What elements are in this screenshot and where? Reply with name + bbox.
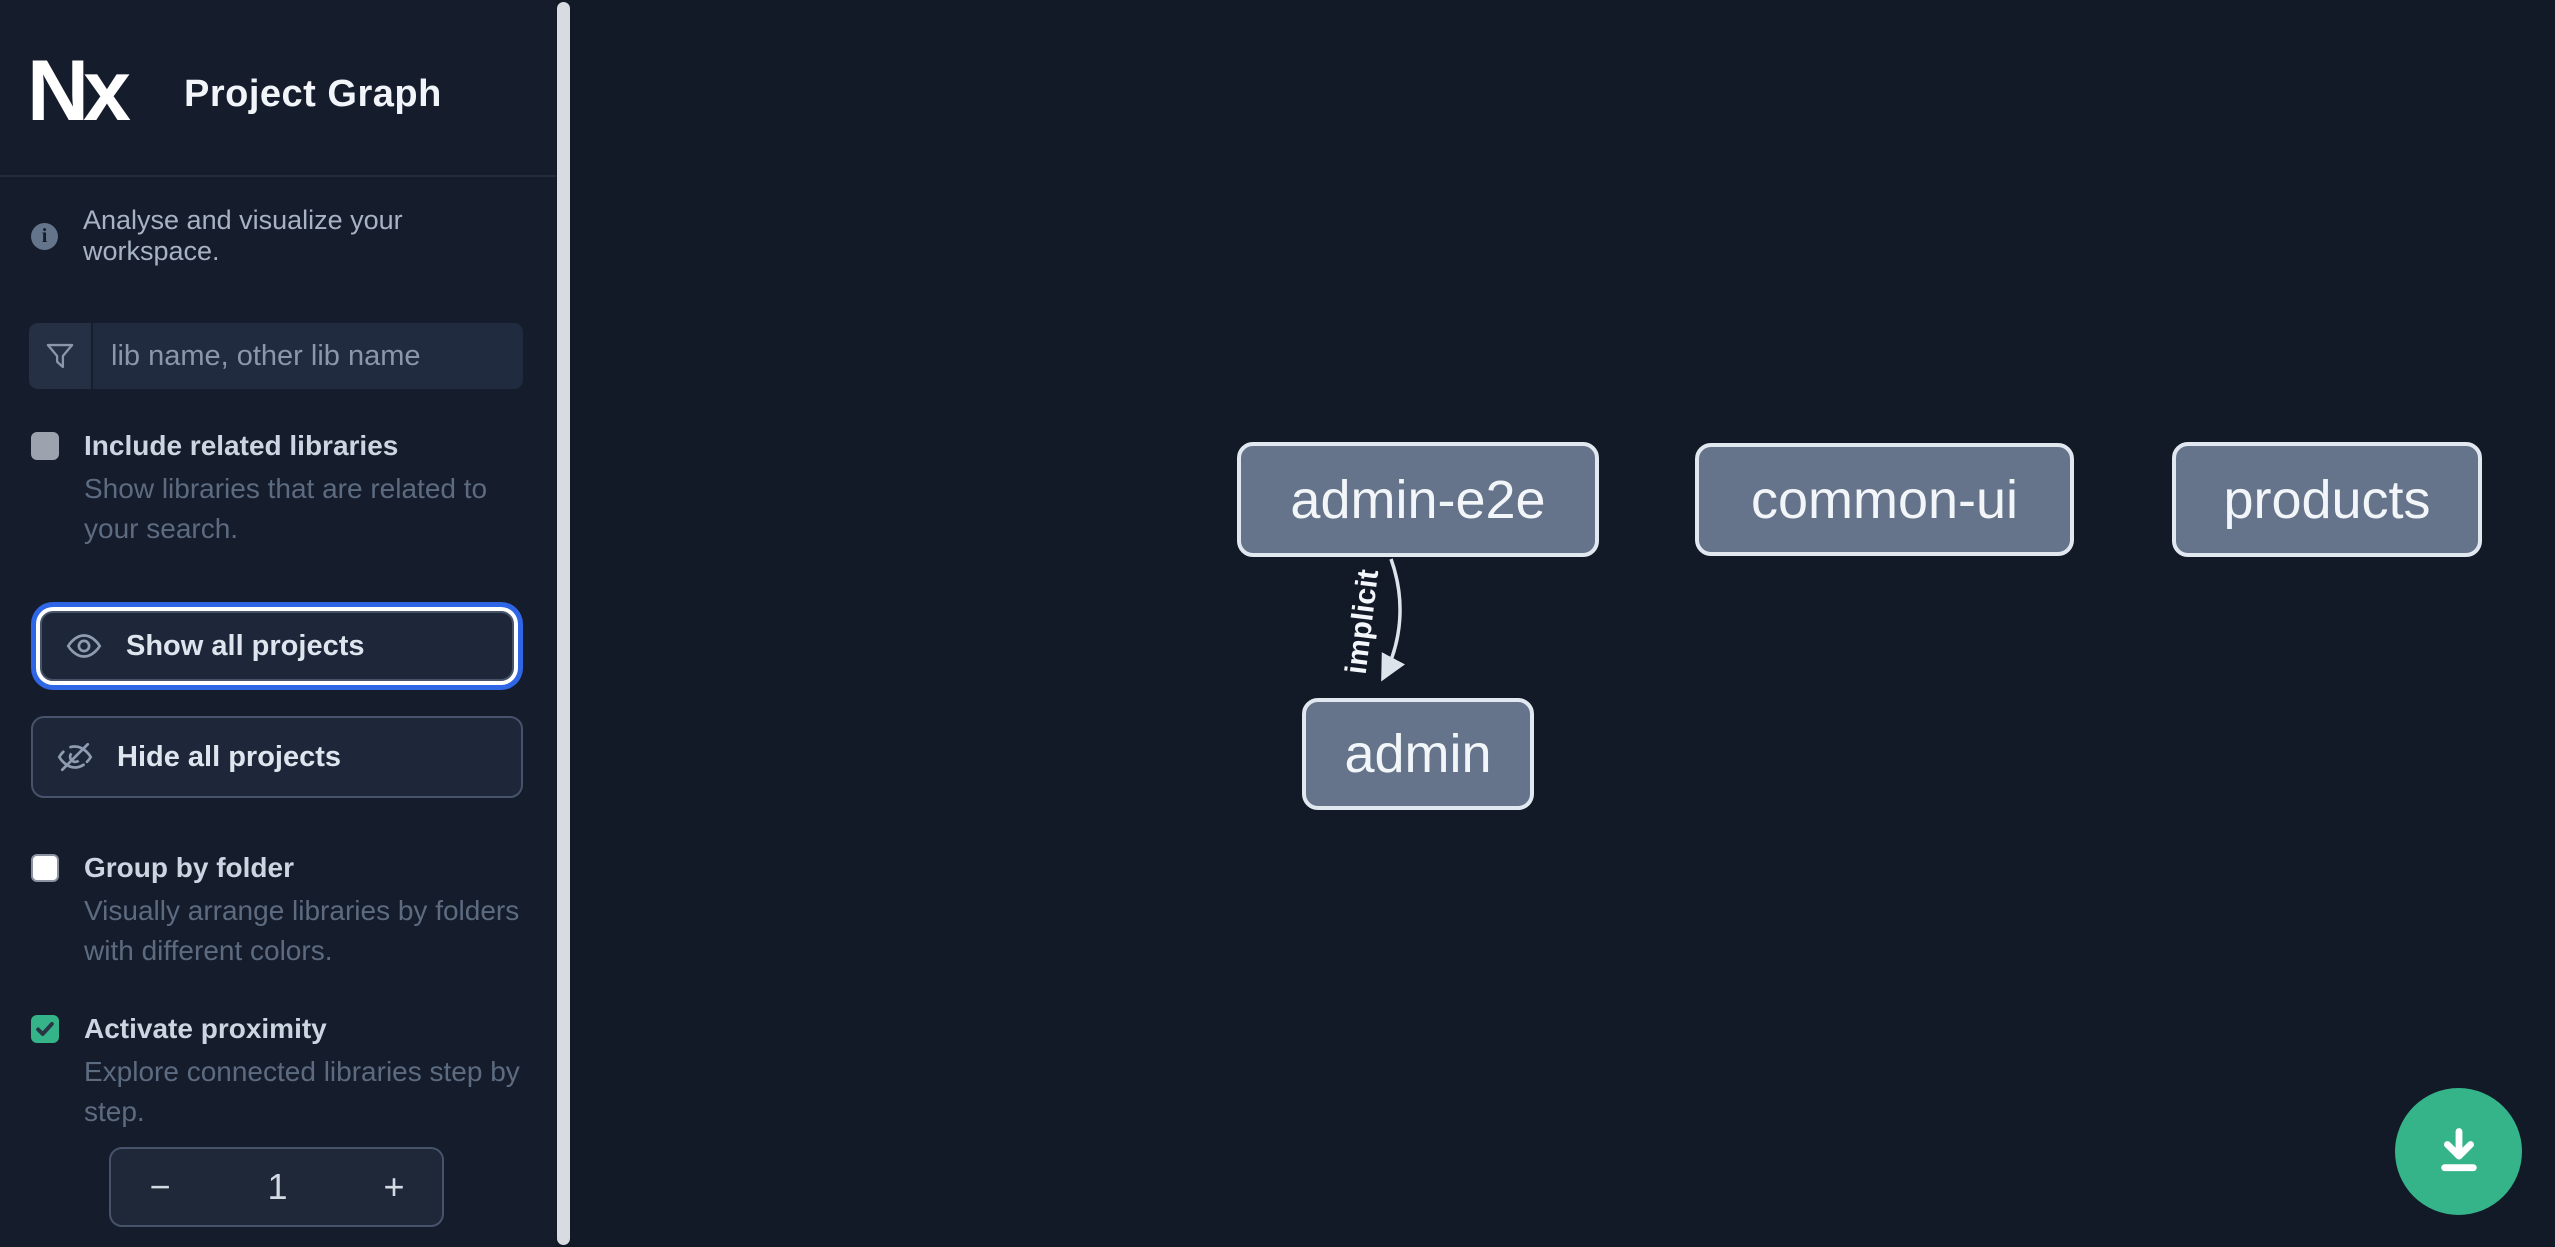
download-icon	[2440, 1127, 2477, 1171]
proximity-value: 1	[267, 1166, 288, 1207]
hide-all-projects-button[interactable]: Hide all projects	[31, 716, 523, 798]
sidebar-header: Nx Project Graph	[0, 0, 556, 177]
group-by-folder-checkbox[interactable]	[31, 854, 59, 882]
toggle-group-by-folder: Group by folder Visually arrange librari…	[31, 851, 523, 971]
toggle-include-related-libraries: Include related libraries Show libraries…	[31, 429, 523, 549]
search-input[interactable]	[93, 323, 523, 389]
workspace-info-text: Analyse and visualize your workspace.	[83, 205, 403, 266]
sidebar-scrollbar-thumb[interactable]	[557, 2, 570, 1245]
node-admin-e2e[interactable]: admin-e2e	[1237, 442, 1599, 557]
toggle-label: Group by folder	[84, 852, 294, 883]
edge-label-implicit: implicit	[1340, 568, 1386, 676]
proximity-increment-button[interactable]: +	[346, 1149, 442, 1225]
workspace-info: i Analyse and visualize your workspace.	[31, 205, 523, 267]
toggle-label: Include related libraries	[84, 430, 399, 461]
edge-admin-e2e-to-admin[interactable]	[1381, 558, 1406, 682]
eye-icon	[66, 628, 102, 664]
eye-off-icon	[57, 739, 93, 775]
checkmark-icon	[36, 1022, 54, 1036]
page-title: Project Graph	[184, 73, 442, 115]
node-products[interactable]: products	[2172, 442, 2482, 557]
node-common-ui[interactable]: common-ui	[1695, 443, 2074, 556]
filter-icon	[29, 323, 93, 389]
sidebar: Nx Project Graph i Analyse and visualize…	[0, 0, 556, 1247]
sidebar-scrollbar	[556, 0, 572, 1247]
toggle-description: Visually arrange libraries by folders wi…	[84, 895, 520, 966]
toggle-description: Explore connected libraries step by step…	[84, 1056, 520, 1127]
theme-toggle-button[interactable]	[468, 74, 510, 116]
toggle-label: Activate proximity	[84, 1013, 327, 1044]
show-all-projects-button[interactable]: Show all projects	[40, 611, 514, 681]
toggle-activate-proximity: Activate proximity Explore connected lib…	[31, 1012, 523, 1132]
node-admin[interactable]: admin	[1302, 698, 1534, 810]
edges-layer: implicit implicit	[1337, 558, 1406, 682]
toggle-description: Show libraries that are related to your …	[84, 473, 488, 544]
info-icon: i	[31, 222, 58, 250]
hide-all-projects-label: Hide all projects	[117, 740, 342, 773]
project-graph-canvas[interactable]: implicit implicit admin-e2e common-ui pr…	[572, 0, 2555, 1247]
show-all-projects-label: Show all projects	[126, 629, 365, 662]
nx-logo: Nx	[27, 43, 131, 139]
search-box	[29, 323, 523, 389]
proximity-decrement-button[interactable]: −	[111, 1149, 209, 1225]
activate-proximity-checkbox[interactable]	[31, 1015, 59, 1043]
include-related-libraries-checkbox[interactable]	[31, 432, 59, 460]
download-graph-button[interactable]	[2395, 1088, 2522, 1215]
proximity-stepper: − 1 +	[109, 1147, 444, 1227]
